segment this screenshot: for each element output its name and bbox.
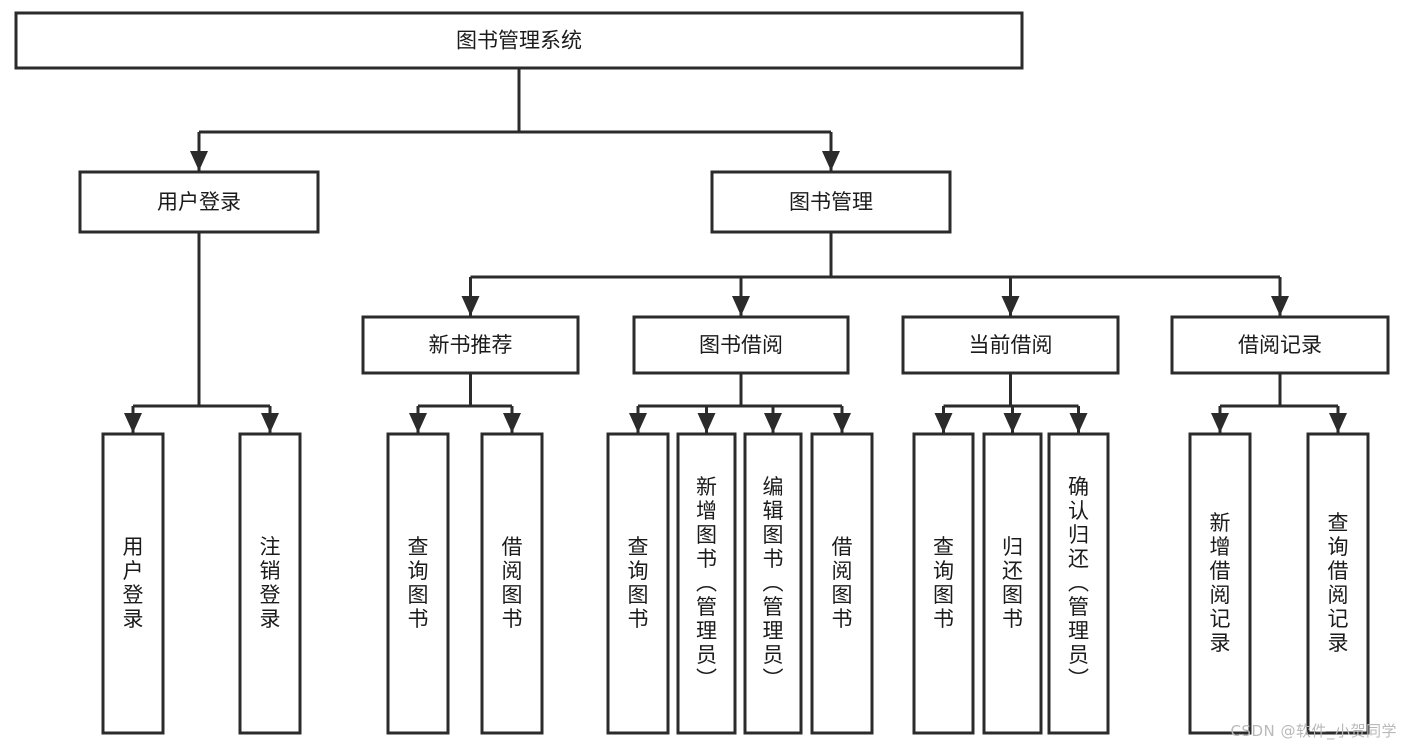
node-box[interactable] bbox=[1188, 432, 1252, 735]
node-box[interactable] bbox=[1047, 432, 1110, 735]
node-leaf-leaf-query-record[interactable]: 查询借阅记录 bbox=[1306, 432, 1370, 735]
node-level2-borrow-record[interactable]: 借阅记录 bbox=[1170, 315, 1390, 375]
node-box[interactable] bbox=[78, 170, 320, 234]
arrow-head-icon bbox=[190, 151, 208, 171]
node-box[interactable] bbox=[14, 11, 1024, 70]
node-label: 图书借阅 bbox=[699, 333, 783, 357]
arrow-head-icon bbox=[697, 413, 716, 433]
node-label: 用户登录 bbox=[123, 535, 144, 631]
node-box[interactable] bbox=[386, 432, 450, 735]
node-label: 借阅图书 bbox=[502, 535, 523, 631]
node-box[interactable] bbox=[101, 432, 165, 735]
node-box[interactable] bbox=[676, 432, 737, 735]
node-leaf-leaf-return-book[interactable]: 归还图书 bbox=[982, 432, 1043, 735]
node-layer: 图书管理系统用户登录图书管理新书推荐图书借阅当前借阅借阅记录用户登录注销登录查询… bbox=[14, 11, 1390, 735]
arrow-head-icon bbox=[1001, 296, 1020, 316]
node-label: 图书管理 bbox=[789, 190, 873, 214]
connector-layer bbox=[124, 68, 1347, 433]
arrow-head-icon bbox=[124, 413, 142, 433]
node-leaf-leaf-add-book[interactable]: 新增图书︵管理员︶ bbox=[676, 432, 737, 735]
node-box[interactable] bbox=[361, 315, 580, 375]
node-label: 借阅图书 bbox=[832, 535, 853, 631]
node-label: 新书推荐 bbox=[429, 333, 513, 357]
node-label: 归还图书 bbox=[1002, 535, 1023, 631]
node-label: 编辑图书︵管理员︶ bbox=[763, 475, 784, 691]
node-box[interactable] bbox=[1170, 315, 1390, 375]
node-root[interactable]: 图书管理系统 bbox=[14, 11, 1024, 70]
node-box[interactable] bbox=[480, 432, 544, 735]
node-box[interactable] bbox=[606, 432, 670, 735]
arrow-head-icon bbox=[822, 151, 840, 171]
node-box[interactable] bbox=[710, 170, 952, 234]
node-leaf-leaf-query-book-1[interactable]: 查询图书 bbox=[386, 432, 450, 735]
arrow-head-icon bbox=[732, 296, 750, 316]
node-leaf-leaf-edit-book[interactable]: 编辑图书︵管理员︶ bbox=[743, 432, 803, 735]
node-box[interactable] bbox=[743, 432, 803, 735]
arrow-head-icon bbox=[1003, 413, 1022, 433]
arrow-head-icon bbox=[461, 296, 480, 316]
node-leaf-leaf-query-book-3[interactable]: 查询图书 bbox=[912, 432, 975, 735]
arrow-head-icon bbox=[1329, 413, 1347, 433]
node-leaf-leaf-borrow-book-2[interactable]: 借阅图书 bbox=[810, 432, 874, 735]
arrow-head-icon bbox=[1211, 413, 1229, 433]
node-label: 图书管理系统 bbox=[456, 29, 582, 53]
node-label: 注销登录 bbox=[260, 535, 281, 631]
node-leaf-leaf-add-record[interactable]: 新增借阅记录 bbox=[1188, 432, 1252, 735]
node-label: 新增借阅记录 bbox=[1210, 511, 1231, 655]
node-label: 新增图书︵管理员︶ bbox=[696, 475, 717, 691]
node-box[interactable] bbox=[632, 315, 850, 375]
node-box[interactable] bbox=[912, 432, 975, 735]
arrow-head-icon bbox=[261, 413, 279, 433]
node-label: 借阅记录 bbox=[1238, 333, 1322, 357]
arrow-head-icon bbox=[934, 413, 953, 433]
arrow-head-icon bbox=[409, 413, 427, 433]
node-label: 用户登录 bbox=[157, 190, 241, 214]
node-leaf-leaf-confirm-return[interactable]: 确认归还︵管理员︶ bbox=[1047, 432, 1110, 735]
arrow-head-icon bbox=[833, 413, 851, 433]
node-box[interactable] bbox=[982, 432, 1043, 735]
node-label: 确认归还︵管理员︶ bbox=[1068, 475, 1089, 691]
node-box[interactable] bbox=[238, 432, 302, 735]
node-label: 查询图书 bbox=[408, 535, 429, 631]
node-leaf-leaf-logout[interactable]: 注销登录 bbox=[238, 432, 302, 735]
arrow-head-icon bbox=[629, 413, 647, 433]
arrow-head-icon bbox=[503, 413, 521, 433]
node-level2-current-borrow[interactable]: 当前借阅 bbox=[901, 315, 1120, 375]
node-label: 查询图书 bbox=[628, 535, 649, 631]
arrow-head-icon bbox=[1271, 296, 1289, 316]
node-label: 查询借阅记录 bbox=[1328, 511, 1349, 655]
node-level1-user-login[interactable]: 用户登录 bbox=[78, 170, 320, 234]
node-label: 当前借阅 bbox=[969, 333, 1053, 357]
csdn-watermark: CSDN @软件_小贺同学 bbox=[1230, 722, 1397, 740]
node-level2-book-borrow[interactable]: 图书借阅 bbox=[632, 315, 850, 375]
node-box[interactable] bbox=[1306, 432, 1370, 735]
node-leaf-leaf-query-book-2[interactable]: 查询图书 bbox=[606, 432, 670, 735]
arrow-head-icon bbox=[1069, 413, 1088, 433]
node-box[interactable] bbox=[901, 315, 1120, 375]
node-box[interactable] bbox=[810, 432, 874, 735]
node-label: 查询图书 bbox=[933, 535, 954, 631]
arrow-head-icon bbox=[764, 413, 782, 433]
node-leaf-leaf-borrow-book-1[interactable]: 借阅图书 bbox=[480, 432, 544, 735]
node-leaf-leaf-user-login[interactable]: 用户登录 bbox=[101, 432, 165, 735]
node-level2-new-book-rec[interactable]: 新书推荐 bbox=[361, 315, 580, 375]
node-level1-book-manage[interactable]: 图书管理 bbox=[710, 170, 952, 234]
